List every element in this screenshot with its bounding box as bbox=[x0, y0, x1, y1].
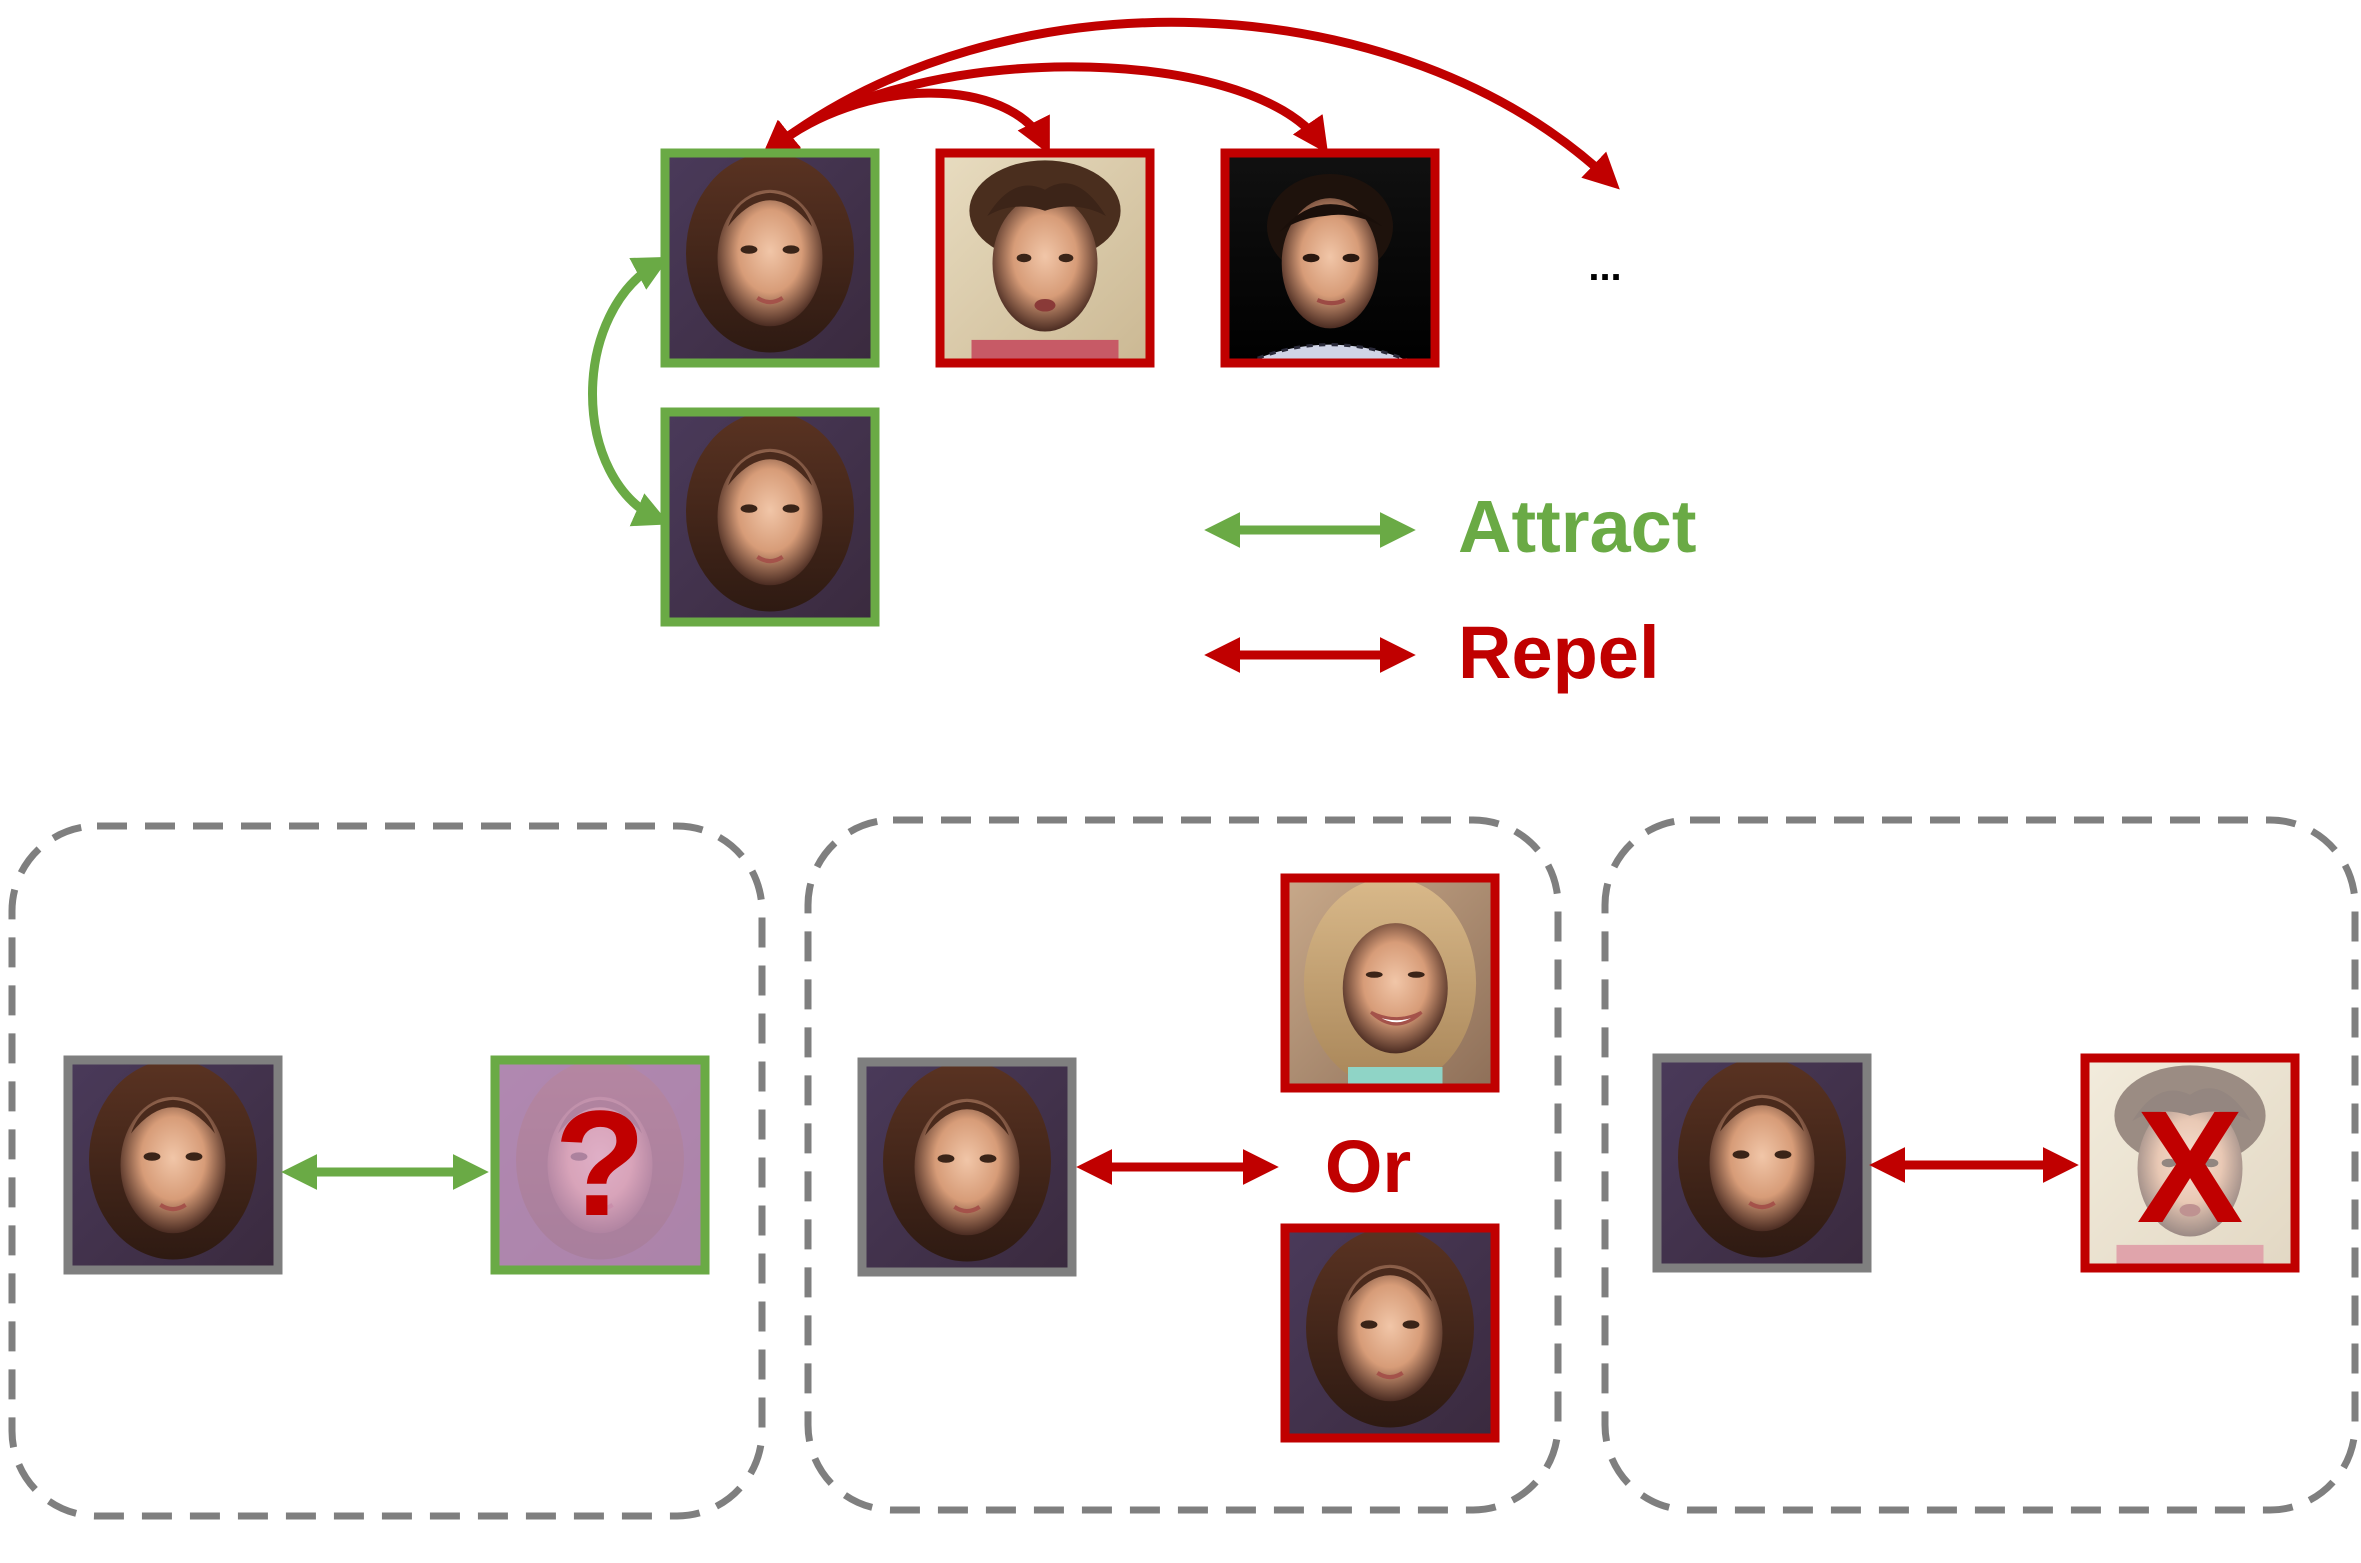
negative-face-thumbnail-1 bbox=[935, 148, 1155, 368]
positive-face-thumbnail bbox=[660, 407, 880, 627]
panel-middle-anchor-face bbox=[857, 1057, 1077, 1277]
legend: Attract Repel bbox=[1204, 485, 1696, 694]
cross-mark-icon: X bbox=[2137, 1077, 2244, 1256]
negative-face-thumbnail-2 bbox=[1220, 148, 1440, 368]
panel-right-rejected-negative-face: X bbox=[2080, 1053, 2300, 1273]
panel-right-anchor-face bbox=[1652, 1053, 1872, 1273]
ellipsis-text: ... bbox=[1588, 245, 1621, 289]
legend-attract-label: Attract bbox=[1458, 485, 1696, 568]
panel-middle-negative-face-2 bbox=[1280, 1223, 1500, 1443]
repel-arc-to-ellipsis bbox=[761, 17, 1620, 190]
question-mark-icon: ? bbox=[554, 1079, 646, 1247]
attract-arc-anchor-positive bbox=[588, 256, 670, 527]
repel-arc-to-face-2 bbox=[761, 88, 1050, 157]
panel-left: ? bbox=[8, 822, 766, 1520]
anchor-face-thumbnail bbox=[660, 148, 880, 368]
panel-middle-negative-face-1 bbox=[1280, 873, 1500, 1093]
panel-left-missing-positive-face: ? bbox=[490, 1055, 710, 1275]
panel-middle: Or bbox=[804, 816, 1562, 1514]
panel-left-anchor-face bbox=[63, 1055, 283, 1275]
panel-right: X bbox=[1601, 816, 2359, 1514]
panel-middle-or-label: Or bbox=[1325, 1125, 1411, 1208]
panel-middle-dashed-border bbox=[804, 816, 1562, 1514]
legend-repel-label: Repel bbox=[1458, 611, 1660, 694]
panel-right-dashed-border bbox=[1601, 816, 2359, 1514]
panel-left-dashed-border bbox=[8, 822, 766, 1520]
